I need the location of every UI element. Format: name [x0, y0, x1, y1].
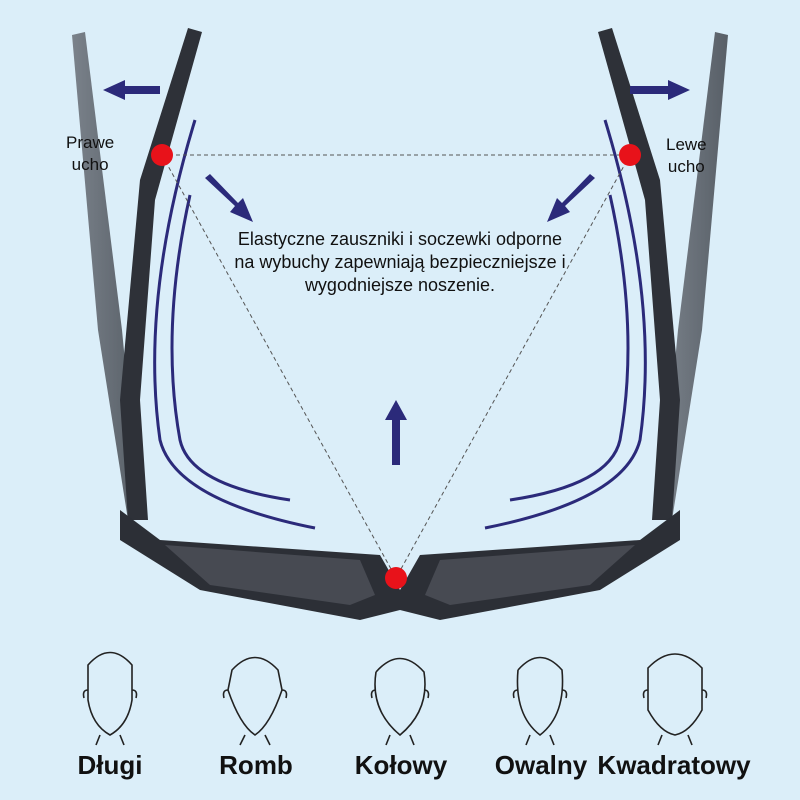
feature-description: Elastyczne zauszniki i soczewki odporne …	[234, 229, 566, 295]
flex-curves	[153, 119, 647, 530]
face-oval-icon	[512, 656, 568, 746]
left-temple	[120, 28, 202, 520]
right-ear-label-line1: Prawe	[66, 133, 115, 152]
face-label-diamond: Romb	[219, 750, 293, 780]
left-ear-label-line1: Lewe	[666, 135, 707, 154]
face-icons	[82, 651, 708, 746]
face-label-long: Długi	[77, 750, 143, 780]
right-ear-label: Prawe ucho	[66, 132, 114, 176]
face-round-icon	[370, 657, 430, 746]
lens-left	[165, 545, 375, 605]
face-label-round: Kołowy	[354, 750, 448, 780]
face-label-square: Kwadratowy	[597, 750, 751, 780]
right-ear-dot	[151, 144, 173, 166]
right-ear-label-line2: ucho	[71, 155, 109, 174]
face-square-icon	[642, 653, 708, 746]
arrows	[103, 80, 690, 465]
face-label-oval: Owalny	[494, 750, 588, 780]
left-ear-label: Lewe ucho	[666, 134, 707, 178]
left-ear-dot	[619, 144, 641, 166]
right-temple	[598, 28, 680, 520]
dashed-triangle	[161, 154, 631, 579]
left-ear-label-line2: ucho	[667, 157, 705, 176]
glasses-front	[120, 510, 680, 620]
nose-dot	[385, 567, 407, 589]
face-diamond-icon	[222, 656, 288, 746]
lens-right	[425, 545, 635, 605]
face-long-icon	[82, 651, 138, 746]
